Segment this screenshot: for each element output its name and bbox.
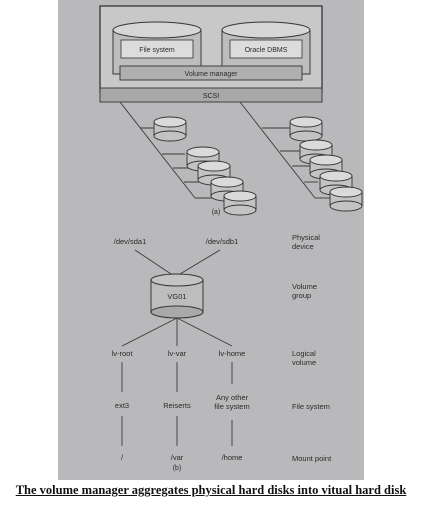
- scsi-label: SCSI: [203, 93, 219, 100]
- right-bus-lines: [239, 101, 330, 199]
- lv-root-label: lv-root: [112, 349, 134, 358]
- diagram-b: /dev/sda1 /dev/sdb1 VG01 lv-root lv-var …: [112, 233, 333, 472]
- mount-point-level-label: Mount point: [292, 454, 332, 463]
- volume-group-label: VG01: [167, 292, 186, 301]
- volume-group-cylinder: VG01: [150, 273, 204, 319]
- diagram-a: File system Oracle DBMS Volume manager S…: [99, 5, 363, 216]
- physical-disks: [153, 116, 363, 216]
- disk-cylinder: [289, 116, 323, 142]
- fs-ext3-label: ext3: [115, 401, 129, 410]
- mount-root-label: /: [121, 453, 124, 462]
- disk-cylinder: [223, 190, 257, 216]
- disk-cylinder: [153, 116, 187, 142]
- mount-var-label: /var: [171, 453, 184, 462]
- device-sdb1: /dev/sdb1: [206, 237, 239, 246]
- fs-reiserts-label: Reiserts: [163, 401, 191, 410]
- file-system-level-label: File system: [292, 402, 330, 411]
- file-system-label: File system: [139, 47, 175, 54]
- volume-manager-label: Volume manager: [185, 71, 239, 78]
- figure-caption: The volume manager aggregates physical h…: [15, 483, 407, 497]
- label-b: (b): [173, 465, 182, 472]
- lv-var-label: lv-var: [168, 349, 187, 358]
- device-sda1: /dev/sda1: [114, 237, 147, 246]
- lv-home-label: lv-home: [219, 349, 246, 358]
- label-a: (a): [212, 209, 221, 216]
- disk-cylinder: [329, 186, 363, 212]
- volume-manager-bar: [119, 65, 303, 81]
- scsi-bar: [99, 87, 323, 103]
- oracle-dbms-label: Oracle DBMS: [245, 47, 288, 54]
- mount-home-label: /home: [222, 453, 243, 462]
